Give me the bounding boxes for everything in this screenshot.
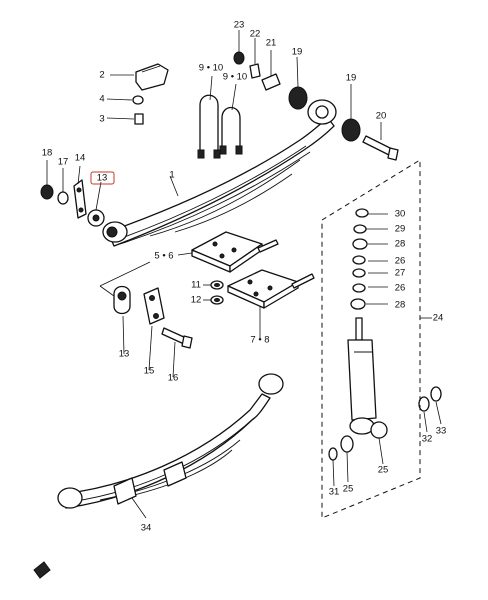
callout-1: 1 — [169, 170, 174, 181]
callout-11: 11 — [191, 280, 201, 291]
bushing-13-lower — [113, 285, 131, 315]
callout-32: 32 — [422, 434, 433, 445]
spring-seat-plate-lower — [227, 269, 315, 309]
callout-26a: 26 — [395, 256, 406, 267]
shackle-plate-15 — [143, 287, 165, 325]
pin-21 — [261, 73, 281, 91]
callout-19-top: 19 — [292, 47, 303, 58]
callout-13-bottom: 13 — [119, 349, 130, 360]
washer-17 — [57, 191, 69, 205]
u-bolt-rear — [219, 106, 243, 155]
bracket-2 — [135, 63, 169, 91]
upper-leaf-spring — [102, 99, 337, 247]
washer-12 — [210, 295, 224, 305]
callout-24: 24 — [433, 313, 444, 324]
callout-15: 15 — [144, 366, 155, 377]
callout-27: 27 — [395, 268, 406, 279]
callout-17: 17 — [58, 157, 69, 168]
bushing-13-upper — [87, 209, 105, 227]
shock-assembly-outline — [321, 159, 421, 519]
washer-32 — [418, 396, 430, 412]
nut-11 — [210, 280, 224, 290]
bolt-20 — [362, 135, 399, 161]
callout-28a: 28 — [395, 239, 406, 250]
callout-22: 22 — [250, 29, 261, 40]
callout-3: 3 — [99, 114, 104, 125]
callout-30: 30 — [395, 209, 406, 220]
highlight-box-13 — [90, 171, 115, 185]
drain-bolt — [33, 561, 51, 579]
callout-26b: 26 — [395, 283, 406, 294]
callout-9-10b: 9 • 10 — [223, 72, 247, 83]
callout-18: 18 — [42, 148, 53, 159]
callout-2: 2 — [99, 70, 104, 81]
callout-28b: 28 — [395, 300, 406, 311]
bolt-22 — [249, 63, 261, 79]
callout-9-10a: 9 • 10 — [199, 63, 223, 74]
nut-18 — [40, 184, 54, 200]
callout-20: 20 — [376, 111, 387, 122]
callout-25a: 25 — [343, 484, 354, 495]
spring-seat-plate-upper — [191, 231, 279, 273]
nut-23 — [233, 51, 245, 65]
callout-13-top: 13 — [97, 173, 108, 184]
callout-34: 34 — [141, 523, 152, 534]
shock-stack — [350, 208, 369, 310]
washer-31 — [328, 447, 338, 461]
callout-29: 29 — [395, 224, 406, 235]
callout-25b: 25 — [378, 465, 389, 476]
nut-4 — [132, 95, 144, 105]
bushing-19-upper — [288, 86, 308, 110]
bolt-3 — [134, 113, 144, 125]
callout-23: 23 — [234, 20, 245, 31]
callout-21: 21 — [266, 38, 277, 49]
bushing-25b — [370, 421, 388, 439]
callout-4: 4 — [99, 94, 104, 105]
callout-16: 16 — [168, 373, 179, 384]
callout-7-8: 7 • 8 — [250, 335, 269, 346]
shock-absorber — [347, 317, 377, 435]
callout-5-6: 5 • 6 — [154, 251, 173, 262]
lower-leaf-spring — [57, 373, 284, 509]
u-bolt-front — [197, 94, 221, 159]
nut-33 — [430, 386, 442, 402]
callout-19-mid: 19 — [346, 73, 357, 84]
shackle-plate-14 — [73, 179, 87, 219]
bushing-25a — [340, 435, 354, 453]
bolt-16 — [161, 327, 193, 349]
callout-31: 31 — [329, 487, 340, 498]
bushing-19-mid — [341, 118, 361, 142]
callout-14: 14 — [75, 153, 86, 164]
callout-12: 12 — [191, 295, 202, 306]
callout-33: 33 — [436, 426, 447, 437]
leader-lines — [46, 30, 442, 519]
